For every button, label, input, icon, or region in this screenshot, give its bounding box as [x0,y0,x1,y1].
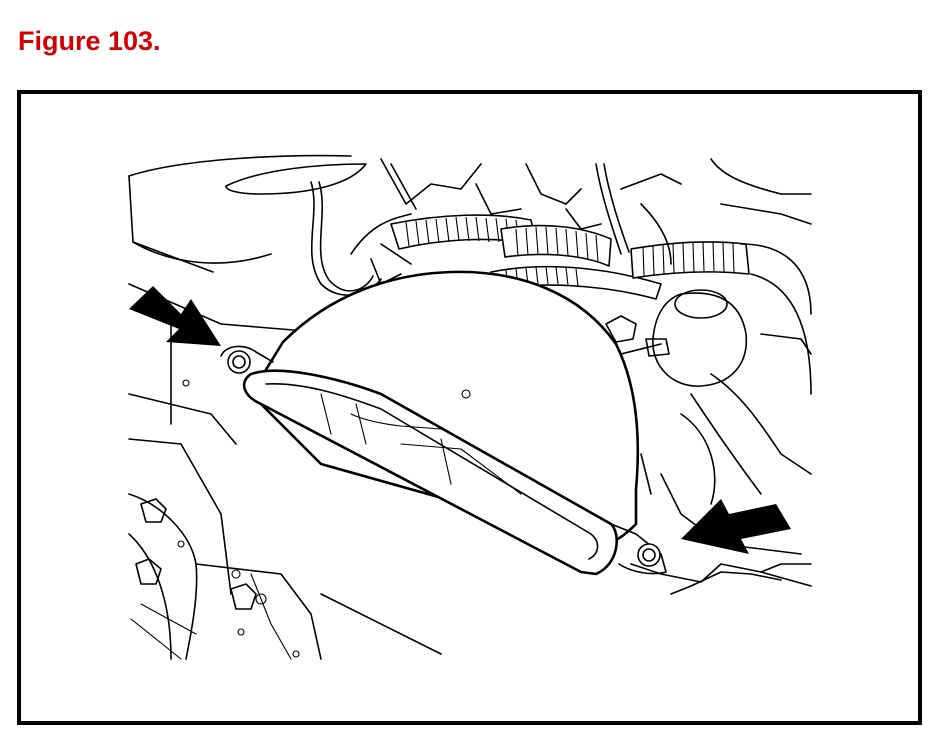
figure-title: Figure 103. [18,26,161,56]
right-mounting-bolt [637,543,661,567]
air-intake-duct [220,270,667,576]
right-fastener-callout-arrow [681,499,791,554]
left-fastener-callout-arrow [129,286,221,346]
left-mounting-bolt [227,350,251,374]
engine-compartment-background [128,154,442,660]
upper-hoses-and-wiring [310,158,812,555]
engine-bay-illustration [128,154,812,660]
figure-frame [17,90,922,725]
